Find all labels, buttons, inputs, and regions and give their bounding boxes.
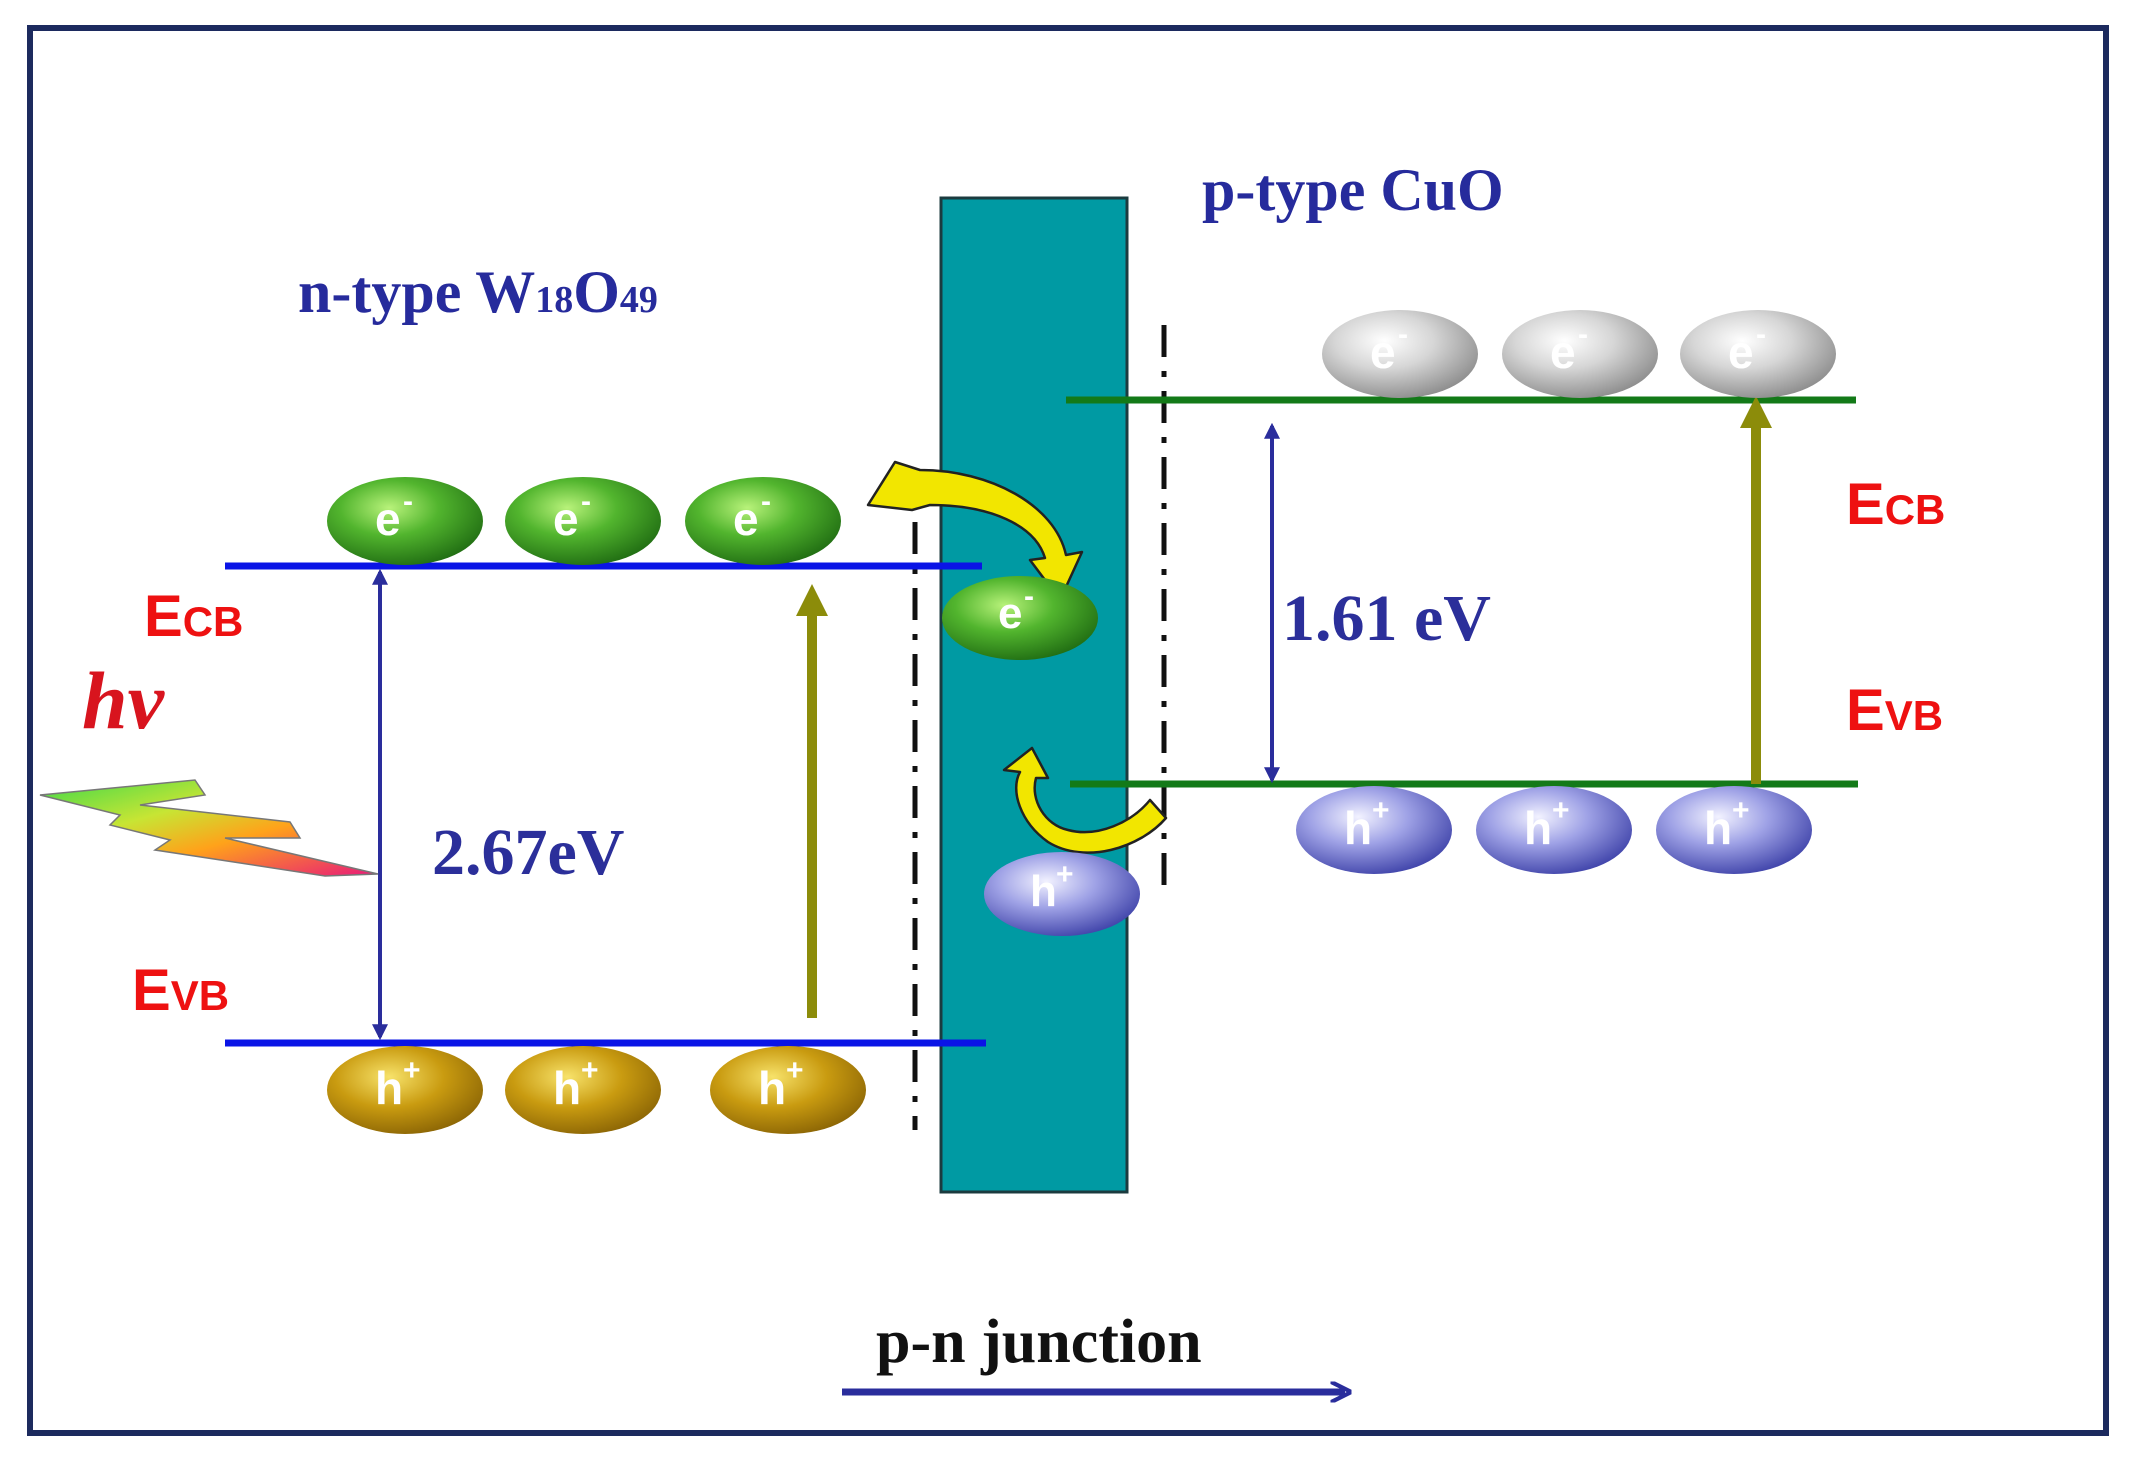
n-hole-charge: + bbox=[403, 1054, 421, 1087]
p-hole-label: h bbox=[1524, 802, 1552, 854]
p-hole-sphere bbox=[1476, 786, 1632, 874]
junction-hole: h + bbox=[984, 852, 1140, 936]
p-electron-sphere bbox=[1322, 310, 1478, 398]
n-hole-charge: + bbox=[786, 1054, 804, 1087]
p-hole: h+ bbox=[1656, 786, 1812, 874]
n-electron-charge: - bbox=[403, 485, 413, 518]
light-bolt-icon bbox=[39, 779, 379, 877]
n-hole: h+ bbox=[327, 1046, 483, 1134]
p-hole-group: h+h+h+ bbox=[1296, 786, 1812, 874]
p-electron-sphere bbox=[1680, 310, 1836, 398]
n-title-sub2: 49 bbox=[620, 279, 658, 321]
p-evb-label: EVB bbox=[1846, 678, 1943, 743]
hole-transfer-arrow-icon bbox=[1002, 746, 1168, 854]
p-evb-sub: VB bbox=[1885, 692, 1943, 739]
n-hole-label: h bbox=[553, 1062, 581, 1114]
n-ecb-main: E bbox=[144, 584, 183, 649]
p-ecb-main: E bbox=[1846, 472, 1885, 537]
n-ecb-label: ECB bbox=[144, 584, 243, 649]
n-electron-sphere bbox=[505, 477, 661, 565]
n-hole-charge: + bbox=[581, 1054, 599, 1087]
n-ecb-sub: CB bbox=[183, 598, 244, 645]
p-hole-label: h bbox=[1344, 802, 1372, 854]
n-evb-sub: VB bbox=[171, 972, 229, 1019]
n-electron-sphere bbox=[327, 477, 483, 565]
p-electron-charge: - bbox=[1398, 318, 1408, 351]
n-hole-group: h+h+h+ bbox=[327, 1046, 866, 1134]
junction-electron-label: e bbox=[998, 589, 1022, 638]
n-electron-label: e bbox=[553, 493, 579, 545]
junction-hole-charge: + bbox=[1056, 858, 1074, 891]
p-electron-label: e bbox=[1550, 326, 1576, 378]
p-side-title: p-type CuO bbox=[1202, 157, 1504, 223]
n-evb-main: E bbox=[132, 958, 171, 1023]
electron-transfer-arrow-icon bbox=[866, 460, 1084, 602]
p-hole-sphere bbox=[1656, 786, 1812, 874]
n-evb-label: EVB bbox=[132, 958, 229, 1023]
p-band-gap-value: 1.61 eV bbox=[1282, 582, 1491, 655]
n-hole-label: h bbox=[375, 1062, 403, 1114]
junction-electron-charge: - bbox=[1024, 580, 1034, 613]
n-electron-label: e bbox=[733, 493, 759, 545]
n-electron-label: e bbox=[375, 493, 401, 545]
p-hole-charge: + bbox=[1372, 794, 1390, 827]
p-electron-sphere bbox=[1502, 310, 1658, 398]
n-hole-label: h bbox=[758, 1062, 786, 1114]
n-hole-sphere bbox=[327, 1046, 483, 1134]
n-electron: e- bbox=[685, 477, 841, 565]
n-side-title: n-type W18O49 bbox=[298, 259, 658, 325]
p-hole: h+ bbox=[1296, 786, 1452, 874]
junction-electron: e - bbox=[942, 576, 1098, 660]
p-electron-label: e bbox=[1370, 326, 1396, 378]
pn-junction-label: p-n junction bbox=[876, 1308, 1202, 1376]
p-ecb-label: ECB bbox=[1846, 472, 1945, 537]
p-electron-label: e bbox=[1728, 326, 1754, 378]
n-electron: e- bbox=[505, 477, 661, 565]
n-hole: h+ bbox=[505, 1046, 661, 1134]
p-electron: e- bbox=[1502, 310, 1658, 398]
frame-border bbox=[27, 25, 2109, 1436]
p-electron: e- bbox=[1680, 310, 1836, 398]
junction-hole-label: h bbox=[1030, 867, 1057, 916]
p-hole-charge: + bbox=[1732, 794, 1750, 827]
n-electron-charge: - bbox=[581, 485, 591, 518]
p-electron-group: e-e-e- bbox=[1322, 310, 1836, 398]
light-energy-label: hν bbox=[82, 655, 166, 746]
n-hole: h+ bbox=[710, 1046, 866, 1134]
p-electron-charge: - bbox=[1578, 318, 1588, 351]
n-electron-group: e-e-e- bbox=[327, 477, 841, 565]
n-band-gap-value: 2.67eV bbox=[432, 816, 624, 889]
junction-bar bbox=[939, 196, 1129, 1194]
p-hole-charge: + bbox=[1552, 794, 1570, 827]
p-evb-main: E bbox=[1846, 678, 1885, 743]
n-electron: e- bbox=[327, 477, 483, 565]
n-title-main: n-type W bbox=[298, 259, 535, 325]
n-title-mid: O bbox=[573, 259, 620, 325]
n-hole-sphere bbox=[710, 1046, 866, 1134]
p-hole-sphere bbox=[1296, 786, 1452, 874]
p-electron: e- bbox=[1322, 310, 1478, 398]
p-hole-label: h bbox=[1704, 802, 1732, 854]
p-hole: h+ bbox=[1476, 786, 1632, 874]
n-title-sub1: 18 bbox=[535, 279, 573, 321]
n-electron-charge: - bbox=[761, 485, 771, 518]
p-electron-charge: - bbox=[1756, 318, 1766, 351]
n-electron-sphere bbox=[685, 477, 841, 565]
p-ecb-sub: CB bbox=[1885, 486, 1946, 533]
n-hole-sphere bbox=[505, 1046, 661, 1134]
